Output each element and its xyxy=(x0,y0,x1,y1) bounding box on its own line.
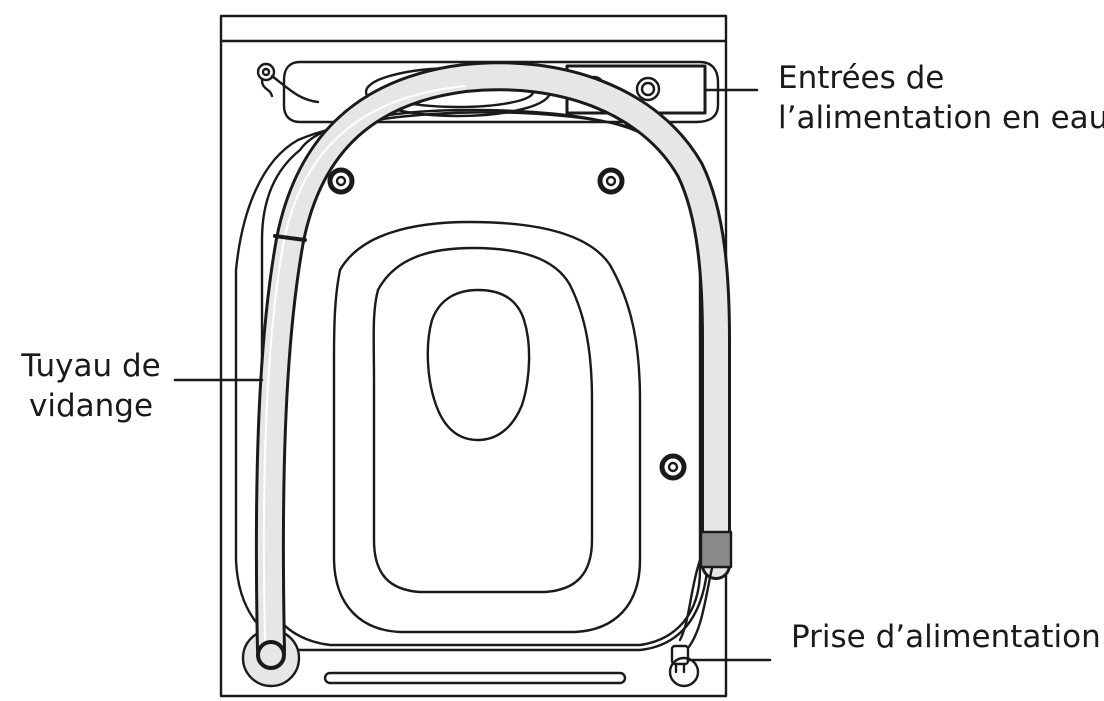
rear-panel-outline xyxy=(234,111,712,652)
drain-hose-outer xyxy=(254,61,731,665)
drain-hose-end xyxy=(256,640,286,670)
wire-top xyxy=(270,74,320,104)
label-drain-hose-line1: Tuyau de xyxy=(21,348,161,384)
drain-hose-inner xyxy=(257,64,728,662)
drain-hose-highlight xyxy=(262,85,466,641)
drum-frame-middle xyxy=(372,246,594,594)
drum-frame-outer xyxy=(332,220,642,634)
back-panel-body xyxy=(260,108,702,647)
label-drain-hose: Tuyau de vidange xyxy=(8,346,174,426)
power-plug xyxy=(670,644,690,674)
label-power-plug-text: Prise d’alimentation xyxy=(791,619,1101,655)
top-cover-plate xyxy=(282,60,720,124)
label-water-inlets-line1: Entrées de xyxy=(778,60,945,96)
bolt-top-left xyxy=(327,167,355,195)
hose-clip xyxy=(273,234,307,242)
label-water-inlets-line2: l’alimentation en eau xyxy=(778,100,1104,136)
power-cord xyxy=(678,558,714,650)
screw-top-left xyxy=(256,62,276,98)
hose-band xyxy=(699,530,733,569)
label-power-plug: Prise d’alimentation xyxy=(791,617,1101,657)
label-water-inlets: Entrées de l’alimentation en eau xyxy=(778,58,1104,138)
bolt-bottom-right xyxy=(659,453,687,481)
drum-inner-teardrop xyxy=(426,288,531,442)
bottom-vent-slot xyxy=(323,671,627,685)
label-drain-hose-line2: vidange xyxy=(28,388,154,424)
water-inlet-right xyxy=(635,76,661,102)
bottom-right-hole xyxy=(668,656,700,688)
bolt-top-right xyxy=(597,167,625,195)
